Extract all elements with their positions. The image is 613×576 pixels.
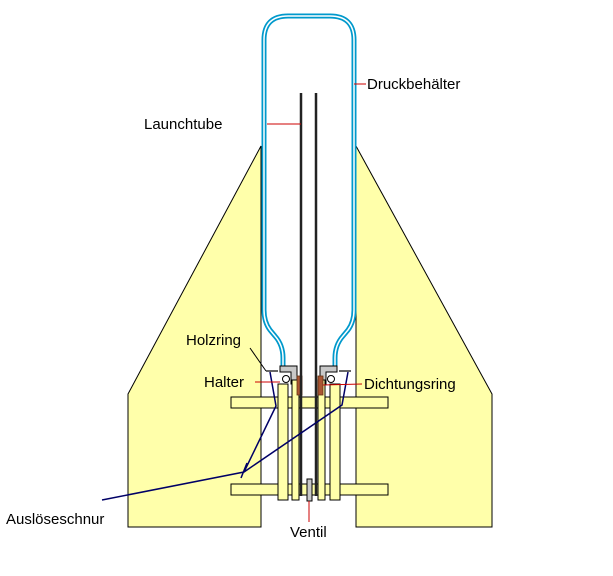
holders [279,365,338,385]
label-druckbehaelter: Druckbehälter [367,76,460,93]
label-ventil: Ventil [290,524,327,541]
upper-plate [230,396,389,409]
label-launchtube: Launchtube [144,116,222,133]
sealing-ring [296,375,324,396]
release-cord-main [101,371,349,501]
support-center-left [291,379,300,501]
label-halter: Halter [204,374,244,391]
release-cord-hook [240,462,248,479]
sealing-ring-right [317,375,324,396]
support-left-outer [277,383,289,501]
holder-right-screw [327,375,335,383]
leader-lines [255,83,366,522]
leader-holzring [249,347,267,372]
label-dichtungsring: Dichtungsring [364,376,456,393]
launch-tube [299,93,318,496]
right-fin [355,145,493,528]
release-cord-left [243,371,277,473]
support-right-outer [329,383,341,501]
holder-left-screw [282,375,290,383]
labels: Druckbehälter Launchtube Holzring Halter… [6,76,460,541]
fins [127,145,493,528]
leader-dichtungsring [322,383,363,386]
label-holzring: Holzring [186,332,241,349]
release-cord [101,371,349,501]
valve [306,478,313,502]
support-center-right [317,379,326,501]
bottle-outline [261,13,357,372]
bottle-outline-inner [263,15,355,372]
pressure-bottle [261,13,357,372]
label-ausloeseschnur: Auslöseschnur [6,511,104,528]
